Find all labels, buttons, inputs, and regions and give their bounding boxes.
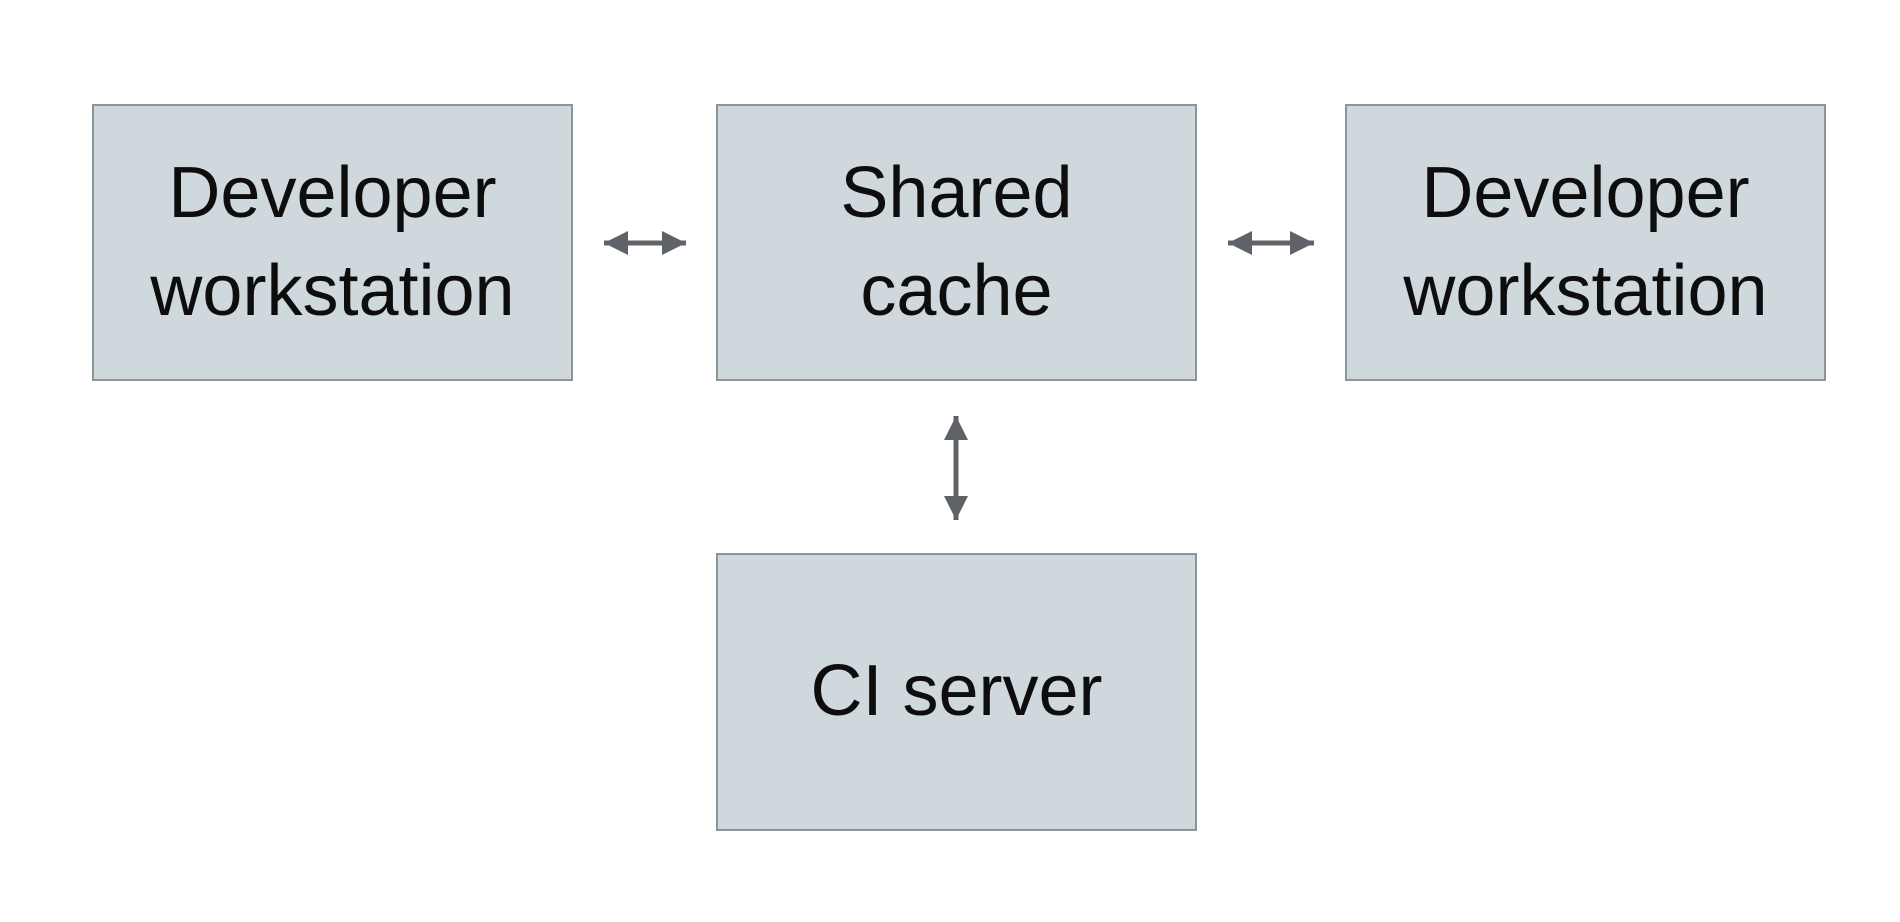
node-developer-workstation-right: Developer workstation	[1345, 104, 1826, 381]
node-developer-workstation-left: Developer workstation	[92, 104, 573, 381]
node-label: Developer workstation	[1403, 153, 1768, 331]
node-ci-server: CI server	[716, 553, 1197, 831]
node-label: CI server	[810, 651, 1103, 732]
node-label: Shared cache	[840, 153, 1073, 331]
node-label: Developer workstation	[150, 153, 515, 331]
node-shared-cache: Shared cache	[716, 104, 1197, 381]
